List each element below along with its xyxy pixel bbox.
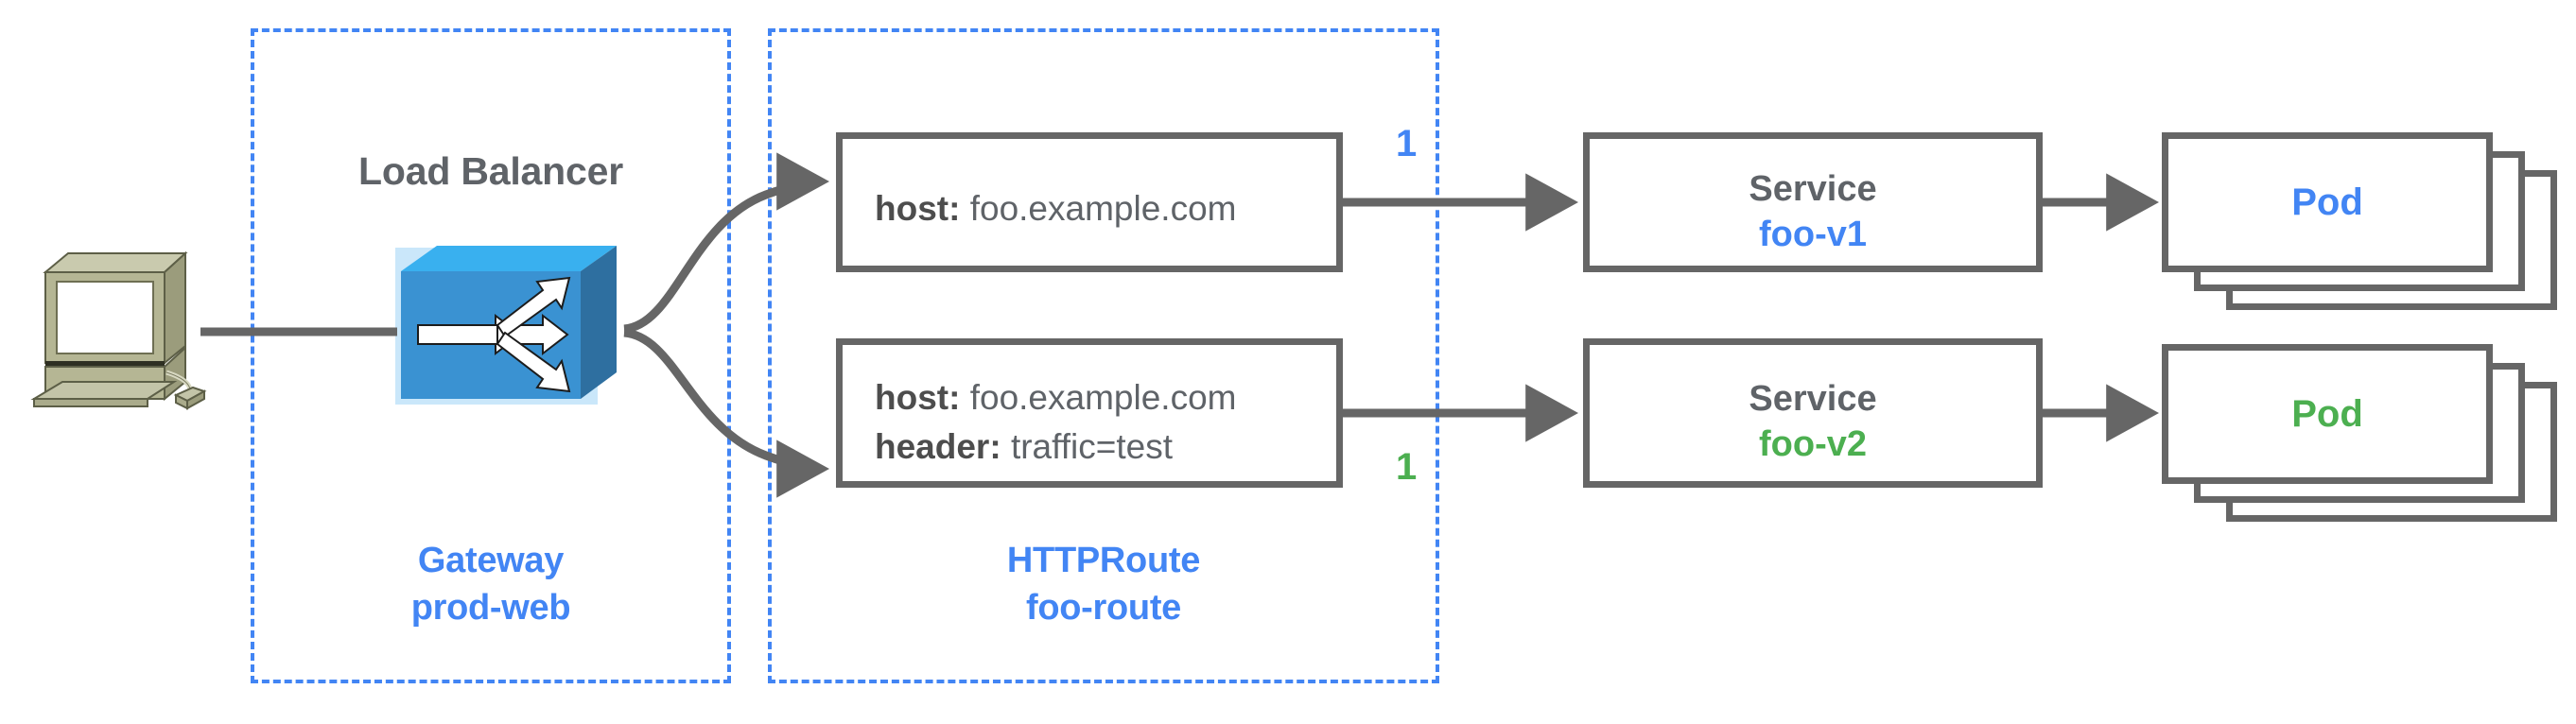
route-1-line-1-value: foo.example.com [969,189,1237,228]
route-2-line-2-key: header: [875,427,1001,466]
httproute-scope-label: HTTPRoute foo-route [768,537,1439,631]
route-1-line-1-key: host: [875,189,961,228]
pod-stack-foo-v1[interactable]: Pod [2162,132,2559,336]
route-2-line-2: header: traffic=test [875,422,1173,473]
route-2-line-1: host: foo.example.com [875,373,1236,423]
pod-label-foo-v2: Pod [2291,393,2363,435]
service-foo-v1-name: foo-v1 [1759,215,1867,254]
service-foo-v2-name: foo-v2 [1759,424,1867,464]
service-foo-v1-kind: Service [1749,169,1877,209]
httproute-scope-label-line2: foo-route [1025,588,1182,629]
load-balancer-title: Load Balancer [358,149,623,193]
pod-sheet-front [2162,344,2493,484]
route-1-line-1: host: foo.example.com [875,184,1236,234]
route-2-line-2-value: traffic=test [1010,427,1173,466]
desktop-computer-icon [30,250,207,410]
service-box-foo-v1[interactable]: Service foo-v1 [1583,132,2043,272]
route-1-weight-badge: 1 [1396,123,1418,164]
service-box-foo-v2[interactable]: Service foo-v2 [1583,338,2043,488]
httproute-rule-box-1[interactable]: host: foo.example.com [836,132,1343,272]
route-2-line-1-value: foo.example.com [969,378,1237,417]
gateway-scope-label-line2: prod-web [410,588,571,629]
route-2-weight-badge: 1 [1396,446,1418,488]
load-balancer-switch-icon [395,246,617,405]
httproute-scope-label-line1: HTTPRoute [1006,541,1201,580]
service-foo-v2-kind: Service [1749,379,1877,419]
httproute-rule-box-2[interactable]: host: foo.example.com header: traffic=te… [836,338,1343,488]
pod-sheet-front [2162,132,2493,272]
pod-stack-foo-v2[interactable]: Pod [2162,344,2559,547]
route-2-line-1-key: host: [875,378,961,417]
gateway-scope-label: Gateway prod-web [251,537,731,631]
pod-label-foo-v1: Pod [2291,181,2363,223]
gateway-scope-label-line1: Gateway [417,541,565,580]
